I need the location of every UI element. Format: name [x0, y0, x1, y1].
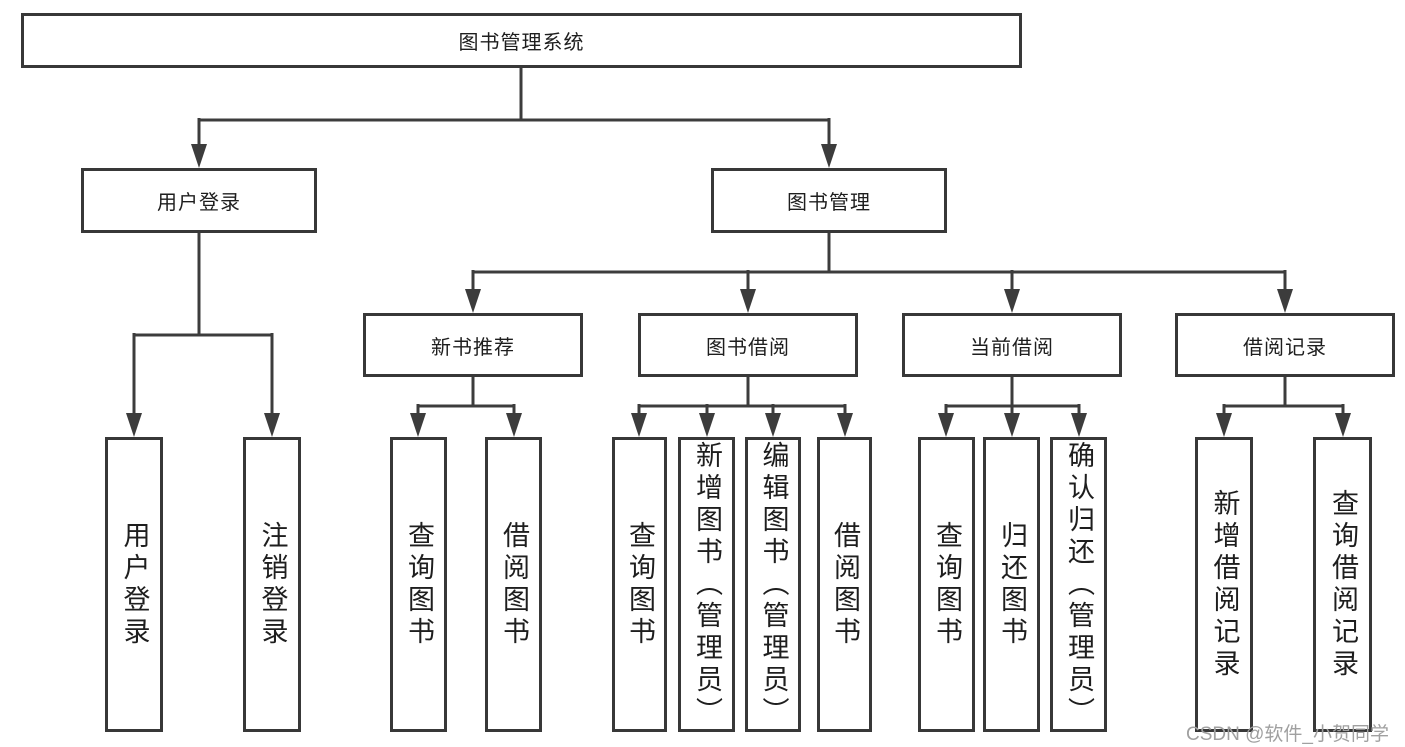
node-label: 图书管理	[787, 192, 871, 214]
leaf-query-borrow-record: 查询借阅记录	[1313, 437, 1372, 732]
node-label: 查询图书	[404, 520, 434, 649]
node-label: 注销登录	[257, 520, 288, 649]
node-label: 查询借阅记录	[1328, 488, 1358, 681]
node-label: 查询图书	[932, 520, 962, 649]
node-label: 当前借阅	[970, 336, 1054, 359]
leaf-confirm-return-admin: 确认归还（管理员）	[1050, 437, 1107, 732]
leaf-add-books-admin: 新增图书（管理员）	[678, 437, 735, 732]
leaf-add-borrow-record: 新增借阅记录	[1195, 437, 1253, 732]
watermark: CSDN @软件_小贺同学	[1186, 724, 1389, 745]
leaf-borrow-books: 借阅图书	[817, 437, 872, 732]
leaf-logout-login: 注销登录	[243, 437, 301, 732]
node-label: 用户登录	[119, 520, 150, 649]
node-label: 用户登录	[157, 192, 241, 214]
leaf-query-books-current: 查询图书	[918, 437, 975, 732]
node-label: 查询图书	[625, 520, 655, 649]
connector-book-borrow-children	[631, 377, 853, 437]
node-label: 新书推荐	[431, 336, 515, 359]
node-label: 归还图书	[997, 520, 1027, 649]
node-current-borrow: 当前借阅	[902, 313, 1122, 377]
node-book-borrow: 图书借阅	[638, 313, 858, 377]
node-book-management: 图书管理	[711, 168, 947, 233]
connector-borrow-records-children	[1216, 377, 1351, 437]
node-label: 图书借阅	[706, 336, 790, 359]
node-label: 借阅图书	[499, 520, 529, 649]
leaf-query-books-recommend: 查询图书	[390, 437, 447, 732]
node-new-book-recommend: 新书推荐	[363, 313, 583, 377]
node-label: 借阅图书	[830, 520, 860, 649]
node-label: 新增借阅记录	[1209, 488, 1240, 681]
node-label: 借阅记录	[1243, 336, 1327, 359]
leaf-borrow-books-recommend: 借阅图书	[485, 437, 542, 732]
node-label: 编辑图书（管理员）	[758, 440, 789, 729]
connector-new-book-children	[410, 377, 522, 437]
node-label: 图书管理系统	[458, 32, 585, 54]
leaf-return-books: 归还图书	[983, 437, 1040, 732]
leaf-query-books-borrow: 查询图书	[612, 437, 667, 732]
connector-current-borrow-children	[938, 377, 1087, 437]
connector-book-management-children	[465, 233, 1293, 313]
node-label: 确认归还（管理员）	[1064, 440, 1094, 729]
connector-user-login-children	[126, 233, 280, 437]
leaf-edit-books-admin: 编辑图书（管理员）	[745, 437, 801, 732]
node-borrow-records: 借阅记录	[1175, 313, 1395, 377]
leaf-user-login: 用户登录	[105, 437, 163, 732]
node-user-login: 用户登录	[81, 168, 317, 233]
node-library-management-system: 图书管理系统	[21, 13, 1022, 68]
connector-root-to-level2	[191, 68, 837, 168]
node-label: 新增图书（管理员）	[692, 440, 722, 729]
